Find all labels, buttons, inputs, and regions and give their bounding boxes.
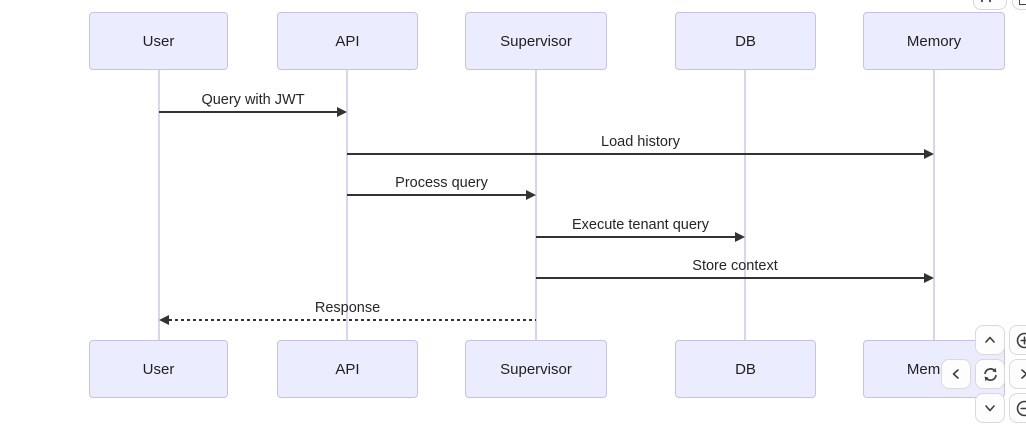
message-line — [347, 194, 527, 196]
arrowhead-right-icon — [526, 190, 536, 200]
actor-label: DB — [735, 32, 756, 50]
message-label: Execute tenant query — [571, 217, 710, 233]
actor-user-bottom: User — [89, 340, 228, 398]
zoom-in-button[interactable] — [1009, 325, 1026, 355]
actor-user-top: User — [89, 12, 228, 70]
message-line-dashed — [169, 319, 536, 321]
actor-db-top: DB — [675, 12, 816, 70]
clipped-icon — [989, 0, 991, 2]
pan-up-button[interactable] — [975, 325, 1005, 355]
actor-label: User — [142, 32, 175, 50]
chevron-up-icon — [985, 336, 995, 343]
actor-supervisor-top: Supervisor — [465, 12, 607, 70]
minus-circle-icon — [1016, 400, 1026, 416]
toolbar-button-clipped[interactable] — [973, 0, 1007, 10]
actor-label: User — [142, 360, 175, 378]
arrowhead-right-icon — [337, 107, 347, 117]
message-line — [159, 111, 338, 113]
chevron-down-icon — [985, 405, 995, 412]
arrowhead-right-icon — [924, 149, 934, 159]
arrowhead-right-icon — [735, 232, 745, 242]
plus-circle-icon — [1016, 332, 1026, 348]
lifeline-supervisor — [535, 70, 537, 340]
chevron-right-icon — [1021, 369, 1026, 379]
lifeline-memory — [933, 70, 935, 340]
message-label: Store context — [692, 258, 778, 274]
pan-right-button[interactable] — [1009, 359, 1026, 389]
message-label: Response — [314, 300, 381, 316]
refresh-icon — [983, 367, 997, 381]
clipped-icon — [981, 0, 983, 2]
zoom-out-button[interactable] — [1009, 393, 1026, 423]
toolbar-button-clipped[interactable] — [1012, 0, 1026, 10]
actor-label: Supervisor — [500, 32, 572, 50]
arrowhead-right-icon — [924, 273, 934, 283]
message-line — [536, 236, 736, 238]
pan-left-button[interactable] — [941, 359, 971, 389]
actor-memory-top: Memory — [863, 12, 1005, 70]
clipped-icon — [1019, 0, 1026, 5]
actor-label: API — [335, 360, 360, 378]
lifeline-db — [744, 70, 746, 340]
reset-view-button[interactable] — [975, 359, 1005, 389]
actor-label: API — [335, 32, 360, 50]
actor-supervisor-bottom: Supervisor — [465, 340, 607, 398]
message-label: Query with JWT — [201, 92, 305, 108]
lifeline-user — [158, 70, 160, 340]
message-line — [536, 277, 925, 279]
actor-label: DB — [735, 360, 756, 378]
chevron-left-icon — [952, 369, 959, 379]
actor-api-bottom: API — [277, 340, 418, 398]
pan-down-button[interactable] — [975, 393, 1005, 423]
actor-api-top: API — [277, 12, 418, 70]
arrowhead-left-icon — [159, 315, 169, 325]
lifeline-api — [346, 70, 348, 340]
message-label: Process query — [395, 175, 488, 191]
actor-label: Memory — [906, 32, 962, 50]
message-line — [347, 153, 925, 155]
actor-db-bottom: DB — [675, 340, 816, 398]
actor-label: Supervisor — [500, 360, 572, 378]
message-label: Load history — [601, 134, 680, 150]
